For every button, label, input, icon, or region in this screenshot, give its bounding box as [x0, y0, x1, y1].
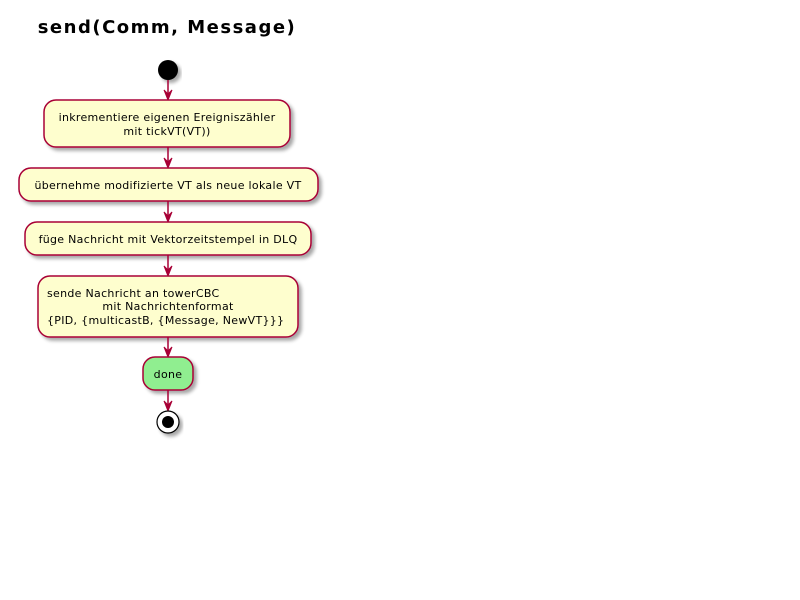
action-node-done: done [142, 356, 194, 391]
node-adopt-line1: übernehme modifizierte VT als neue lokal… [34, 179, 301, 192]
action-node-increment: inkrementiere eigenen Ereigniszähler mit… [43, 99, 291, 148]
start-node [158, 60, 178, 80]
node-enqueue-line1: füge Nachricht mit Vektorzeitstempel in … [39, 233, 298, 246]
arrow-head [163, 346, 173, 359]
node-send-line3: {PID, {multicastB, {Message, NewVT}}} [47, 314, 284, 327]
arrow-head [163, 265, 173, 278]
end-node [156, 410, 180, 434]
arrow-head [163, 400, 173, 413]
diagram-title: send(Comm, Message) [37, 17, 297, 38]
arrow-head [163, 89, 173, 102]
arrow-head [163, 157, 173, 170]
node-increment-line1: inkrementiere eigenen Ereigniszähler [59, 111, 276, 124]
node-send-line2: mit Nachrichtenformat [102, 300, 234, 313]
node-done-line1: done [154, 368, 183, 381]
action-node-send: sende Nachricht an towerCBC mit Nachrich… [37, 275, 299, 338]
node-send-line1: sende Nachricht an towerCBC [47, 287, 219, 300]
node-increment-line2: mit tickVT(VT)) [123, 125, 210, 138]
arrow-head [163, 211, 173, 224]
action-node-enqueue: füge Nachricht mit Vektorzeitstempel in … [24, 221, 312, 256]
action-node-adopt: übernehme modifizierte VT als neue lokal… [18, 167, 319, 202]
